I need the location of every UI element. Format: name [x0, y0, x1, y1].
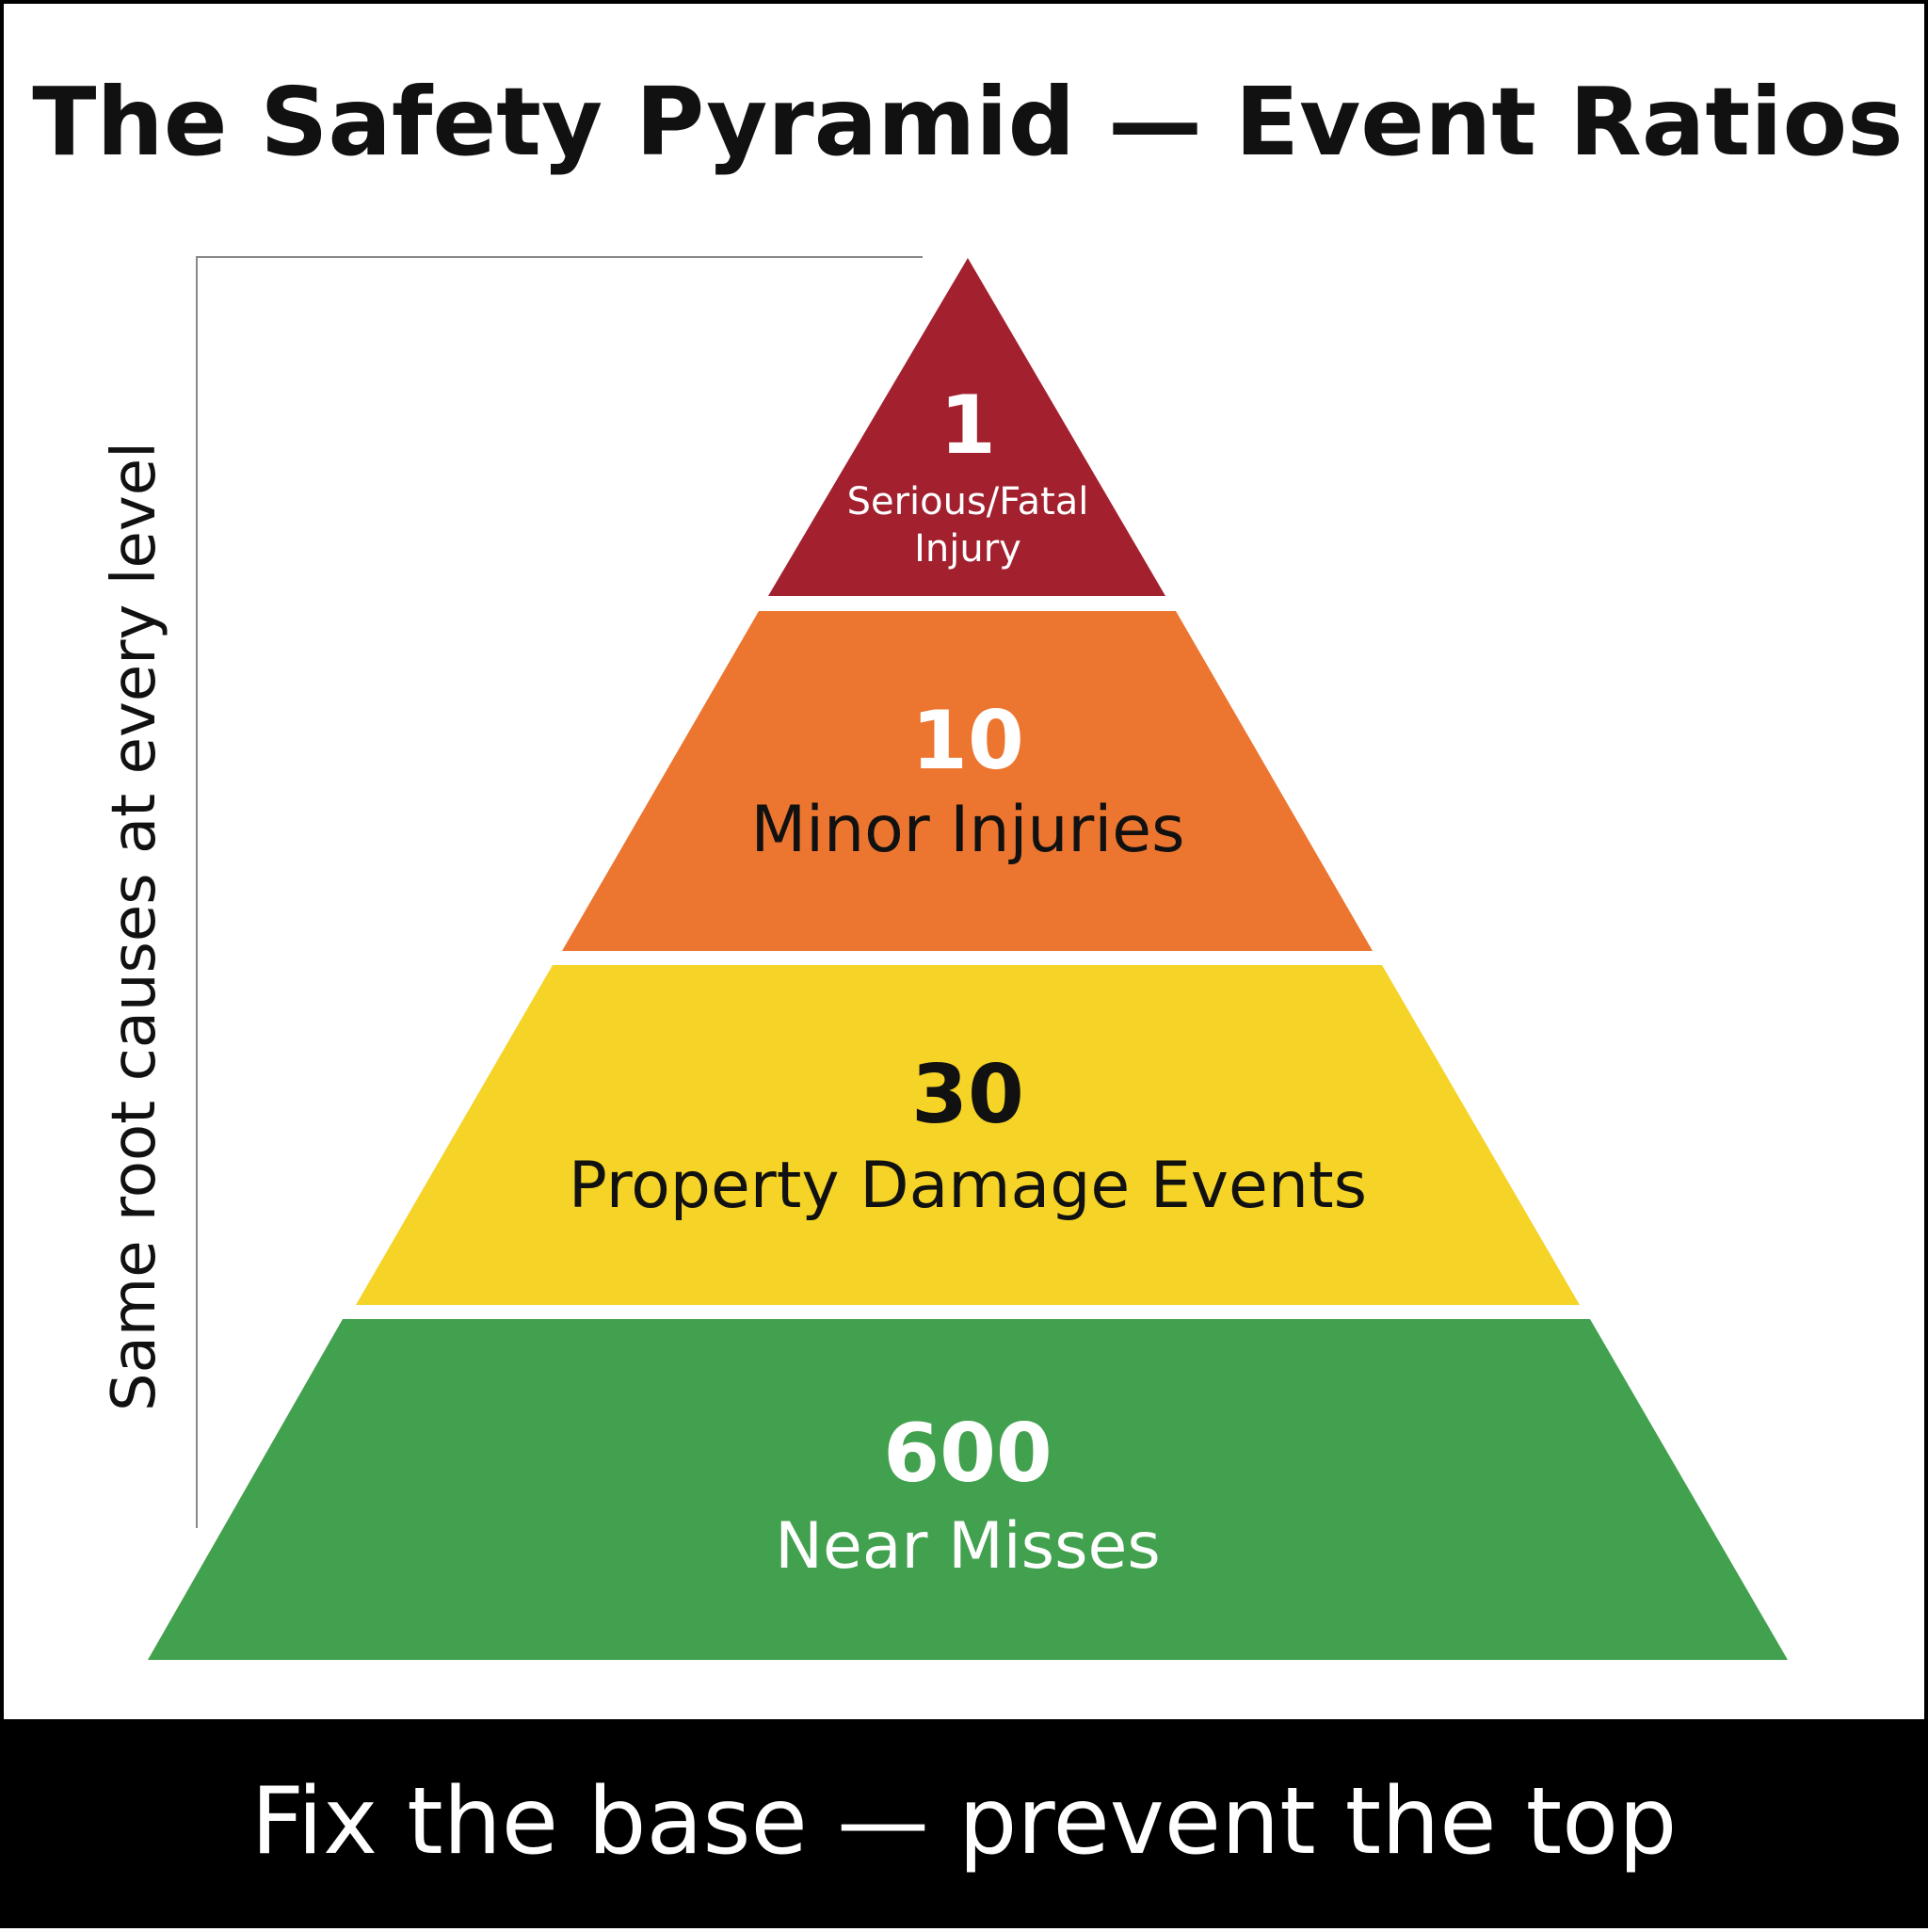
tier-value: 600: [883, 1407, 1052, 1501]
root-cause-bracket: [196, 256, 923, 1528]
tier-value: 10: [911, 694, 1024, 788]
pyramid-diagram: The Safety Pyramid — Event Ratios Same r…: [32, 67, 1904, 1660]
tier-value: 30: [911, 1048, 1024, 1142]
tier-label: Injury: [914, 527, 1021, 571]
footer-banner: Fix the base — prevent the top: [4, 1719, 1924, 1924]
tier-label: Near Misses: [775, 1509, 1161, 1584]
tier-serious-fatal: [768, 258, 1165, 596]
tier-value: 1: [940, 378, 996, 473]
diagram-title: The Safety Pyramid — Event Ratios: [32, 67, 1903, 177]
tier-label: Property Damage Events: [569, 1149, 1367, 1223]
tier-near-misses: [148, 1319, 1788, 1660]
tier-property-damage: [356, 965, 1580, 1305]
tier-minor-injuries: [562, 611, 1373, 951]
tier-label: Minor Injuries: [750, 793, 1184, 867]
tier-label: Serious/Fatal: [847, 480, 1089, 523]
footer-text: Fix the base — prevent the top: [250, 1768, 1678, 1876]
side-label: Same root causes at every level: [100, 442, 169, 1411]
